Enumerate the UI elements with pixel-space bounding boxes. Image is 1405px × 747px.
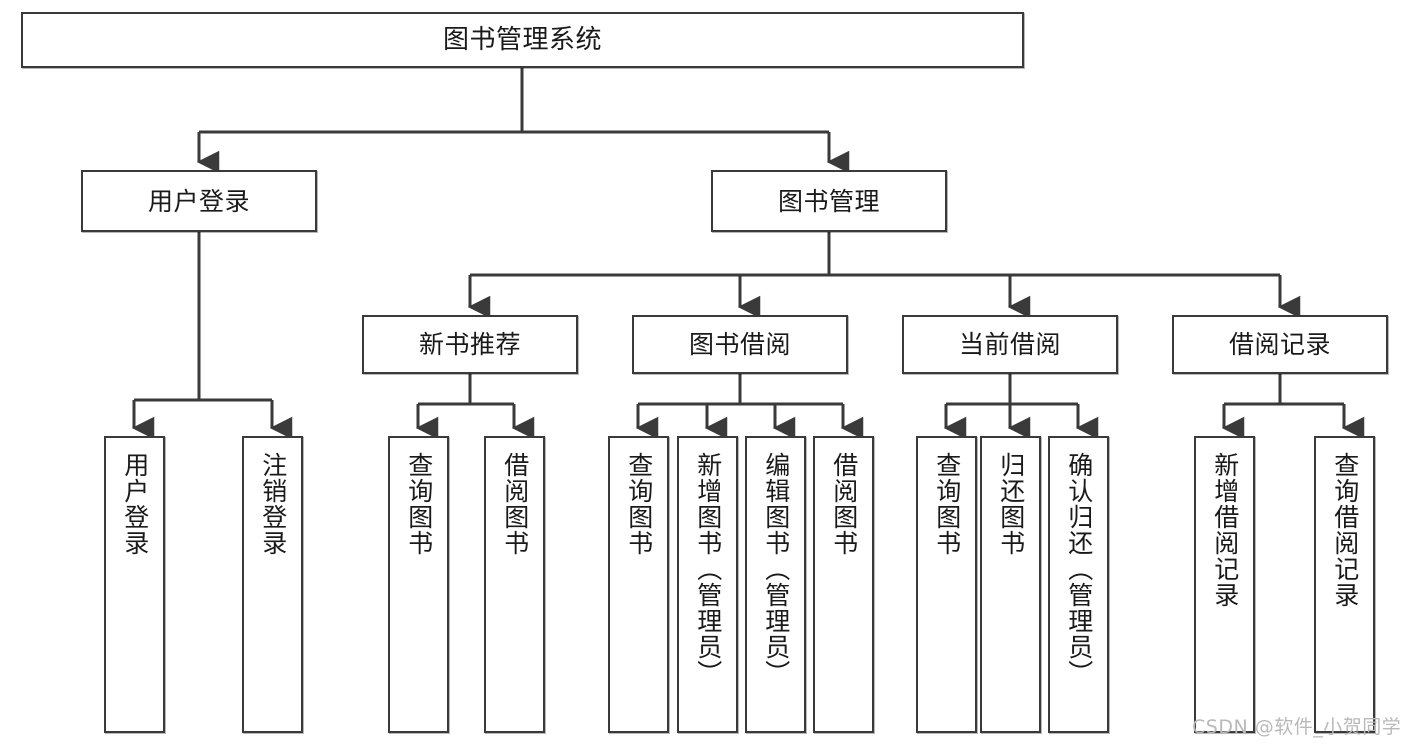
node-label: 编辑图书（管理员） xyxy=(761,452,791,686)
node-label: 图书管理 xyxy=(777,186,880,216)
node-label: 新增图书（管理员） xyxy=(693,452,723,686)
node-label: 查询图书 xyxy=(404,452,434,556)
node-label: 借阅图书 xyxy=(500,452,530,556)
leaf-current-query-book[interactable]: 查询图书 xyxy=(916,436,977,733)
node-label: 新书推荐 xyxy=(418,330,521,359)
node-label: 注销登录 xyxy=(258,452,288,556)
node-book-management[interactable]: 图书管理 xyxy=(711,170,947,232)
node-label: 用户登录 xyxy=(120,452,150,556)
leaf-recommend-query-book[interactable]: 查询图书 xyxy=(388,436,449,733)
leaf-borrow-add-book-admin[interactable]: 新增图书（管理员） xyxy=(677,436,738,733)
node-user-login[interactable]: 用户登录 xyxy=(81,170,317,232)
node-label: 用户登录 xyxy=(147,186,250,216)
leaf-user-login-signin[interactable]: 用户登录 xyxy=(104,436,165,733)
leaf-user-login-signout[interactable]: 注销登录 xyxy=(242,436,303,733)
node-label: 借阅记录 xyxy=(1228,330,1331,359)
node-label: 查询图书 xyxy=(624,452,654,556)
node-label: 图书借阅 xyxy=(688,330,791,359)
leaf-record-add-record[interactable]: 新增借阅记录 xyxy=(1194,436,1255,733)
node-current-borrow[interactable]: 当前借阅 xyxy=(902,315,1118,374)
node-label: 当前借阅 xyxy=(958,330,1061,359)
node-label: 新增借阅记录 xyxy=(1210,452,1240,608)
leaf-current-confirm-return-admin[interactable]: 确认归还（管理员） xyxy=(1048,436,1109,733)
leaf-recommend-borrow-book[interactable]: 借阅图书 xyxy=(484,436,545,733)
leaf-current-return-book[interactable]: 归还图书 xyxy=(980,436,1041,733)
csdn-watermark: CSDN @软件_小贺同学 xyxy=(1192,716,1402,738)
leaf-borrow-edit-book-admin[interactable]: 编辑图书（管理员） xyxy=(745,436,806,733)
node-new-book-recommend[interactable]: 新书推荐 xyxy=(362,315,578,374)
node-label: 借阅图书 xyxy=(829,452,859,556)
node-label: 查询借阅记录 xyxy=(1330,452,1360,608)
node-book-borrow[interactable]: 图书借阅 xyxy=(632,315,848,374)
leaf-borrow-borrow-book[interactable]: 借阅图书 xyxy=(813,436,874,733)
node-label: 归还图书 xyxy=(996,452,1026,556)
node-label: 图书管理系统 xyxy=(442,25,602,55)
node-label: 查询图书 xyxy=(932,452,962,556)
node-label: 确认归还（管理员） xyxy=(1064,452,1094,686)
leaf-record-query-record[interactable]: 查询借阅记录 xyxy=(1314,436,1375,733)
leaf-borrow-query-book[interactable]: 查询图书 xyxy=(608,436,669,733)
node-borrow-record[interactable]: 借阅记录 xyxy=(1172,315,1388,374)
node-root-system[interactable]: 图书管理系统 xyxy=(21,12,1024,68)
